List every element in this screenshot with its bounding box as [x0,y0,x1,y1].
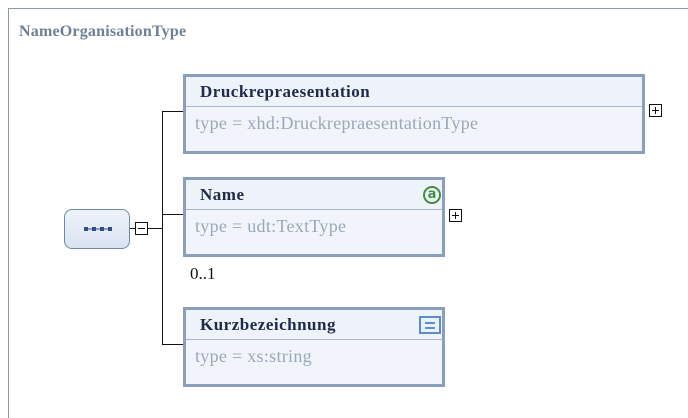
simple-content-icon [419,316,441,334]
element-name-node[interactable]: Name type = udt:TextType a [183,177,445,257]
connector-seq-out [148,228,162,229]
connector-druckrepraesentation [162,111,183,112]
element-name: Name [200,185,245,204]
multiplicity-label: 0..1 [190,264,216,283]
sequence-compositor[interactable] [64,209,130,249]
element-name: Druckrepraesentation [200,82,371,101]
connector-name [162,214,183,215]
connector-kurzbezeichnung [162,344,183,345]
element-type: type = xhd:DruckrepraesentationType [195,113,479,133]
diagram-title: NameOrganisationType [19,23,187,40]
sequence-icon [84,227,112,231]
diagram-frame [8,8,688,418]
element-name: Kurzbezeichnung [200,315,336,334]
expand-druckrepraesentation-icon[interactable] [649,104,662,117]
collapse-sequence-icon[interactable] [135,222,148,235]
connector-trunk [162,111,163,345]
connector-seq-stub [130,228,135,229]
element-druckrepraesentation[interactable]: Druckrepraesentation type = xhd:Druckrep… [183,74,645,154]
element-type: type = xs:string [195,346,312,366]
element-kurzbezeichnung[interactable]: Kurzbezeichnung type = xs:string [183,307,445,387]
expand-name-icon[interactable] [449,209,462,222]
element-type: type = udt:TextType [195,216,347,236]
attribute-icon: a [423,186,441,204]
